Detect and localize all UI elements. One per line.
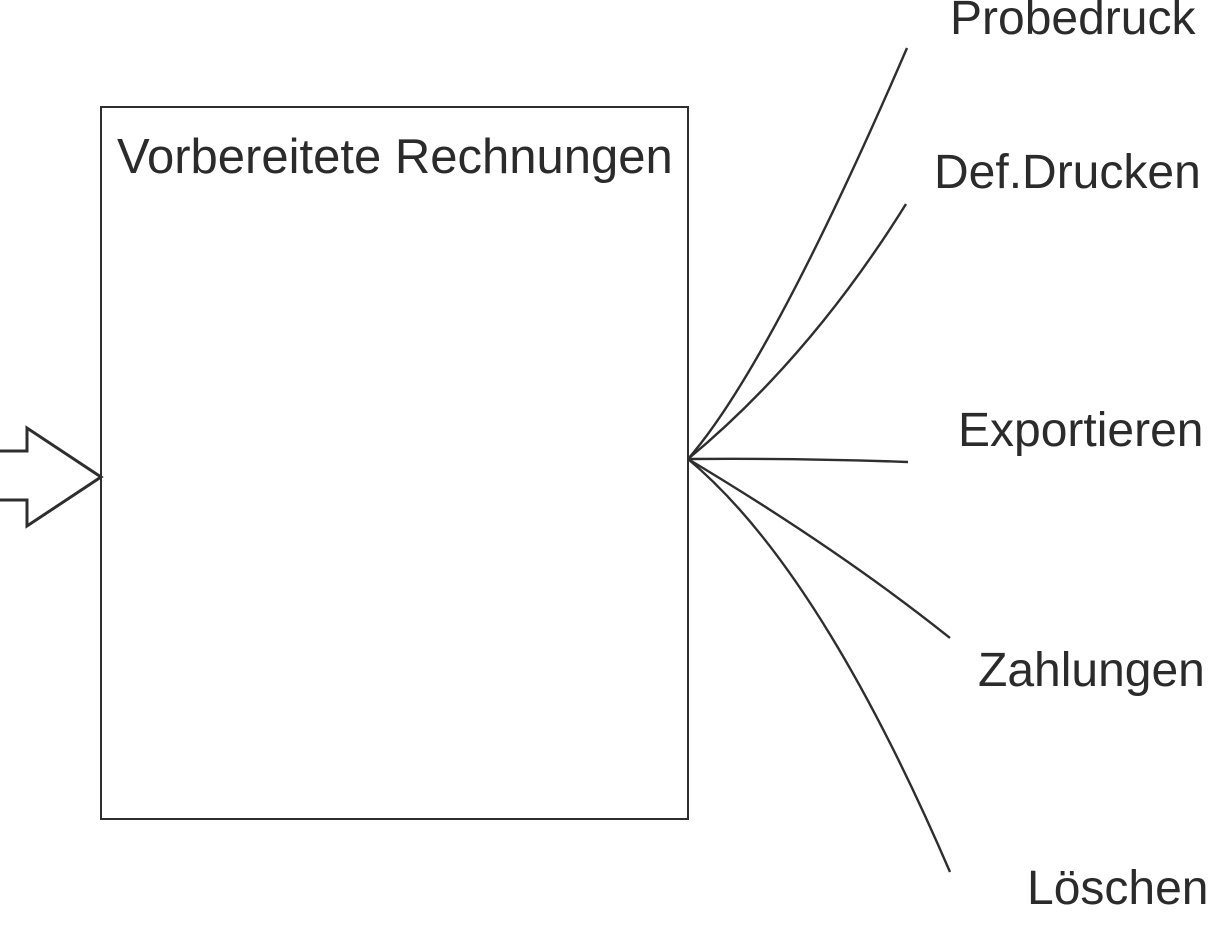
action-label-defdrucken: Def.Drucken: [934, 146, 1201, 199]
input-arrow-icon: [0, 425, 104, 529]
action-label-loeschen: Löschen: [1027, 862, 1209, 915]
connector-line-defdrucken: [687, 203, 908, 460]
connector-line-probedruck: [687, 47, 909, 460]
flow-box-title: Vorbereitete Rechnungen: [117, 130, 673, 184]
connector-line-zahlungen: [687, 457, 951, 639]
action-label-probedruck: Probedruck: [950, 0, 1196, 45]
flow-box-outline: [100, 106, 689, 820]
connector-line-loeschen: [687, 458, 952, 873]
connector-line-exportieren: [687, 457, 909, 464]
action-label-zahlungen: Zahlungen: [978, 644, 1205, 697]
action-label-exportieren: Exportieren: [958, 404, 1204, 457]
